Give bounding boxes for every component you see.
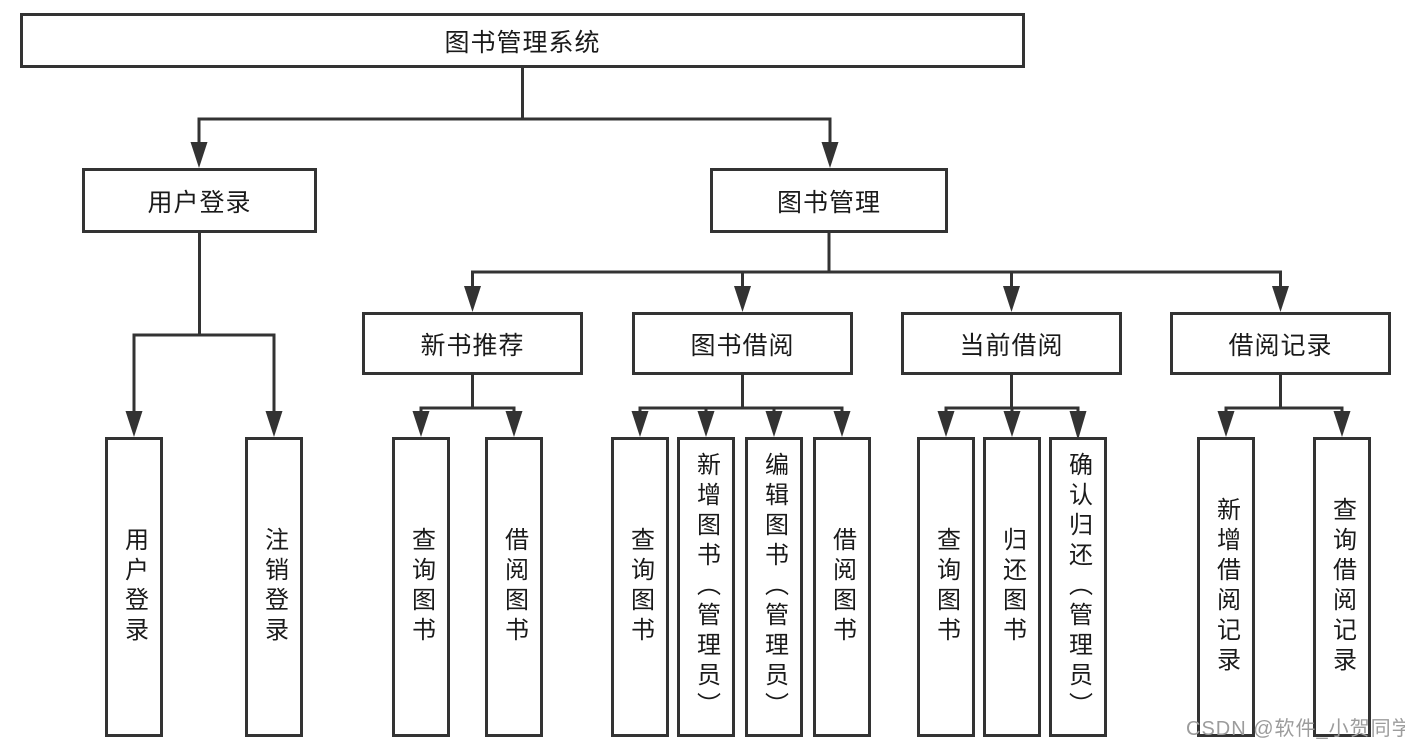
node-borrow-records: 借阅记录 xyxy=(1170,312,1391,375)
leaf-confirm-return-admin: 确认归还（管理员） xyxy=(1049,437,1107,737)
arrowhead xyxy=(631,411,649,437)
connector-book-management-to-level3 xyxy=(464,233,1289,312)
connector-current-borrow-to-leaves xyxy=(937,375,1087,440)
arrowhead xyxy=(1333,411,1351,437)
arrowhead xyxy=(464,286,481,312)
arrowhead xyxy=(125,411,143,437)
leaf-borrow-books: 借阅图书 xyxy=(813,437,871,737)
node-current-borrow: 当前借阅 xyxy=(901,312,1122,375)
arrowhead xyxy=(1003,411,1021,437)
arrowhead xyxy=(1069,411,1087,440)
arrowhead xyxy=(412,411,430,437)
arrowhead xyxy=(1272,286,1289,312)
connector-user-login-to-leaves xyxy=(125,233,283,437)
arrowhead xyxy=(1217,411,1235,437)
leaf-return-books: 归还图书 xyxy=(983,437,1041,737)
arrowhead xyxy=(697,411,715,437)
arrowhead xyxy=(505,411,523,437)
leaf-borrow-books: 借阅图书 xyxy=(485,437,543,737)
csdn-watermark: CSDN @软件_小贺同学 xyxy=(1186,718,1405,740)
node-library-system: 图书管理系统 xyxy=(20,13,1025,68)
node-book-borrow: 图书借阅 xyxy=(632,312,853,375)
leaf-query-borrow-record: 查询借阅记录 xyxy=(1313,437,1371,737)
arrowhead xyxy=(833,411,851,437)
arrowhead xyxy=(1003,286,1020,312)
leaf-query-books: 查询图书 xyxy=(917,437,975,737)
leaf-logout: 注销登录 xyxy=(245,437,303,737)
leaf-add-borrow-record: 新增借阅记录 xyxy=(1197,437,1255,737)
leaf-query-books: 查询图书 xyxy=(392,437,450,737)
leaf-query-books: 查询图书 xyxy=(611,437,669,737)
connector-book-borrow-to-leaves xyxy=(631,375,851,437)
node-new-book-recommend: 新书推荐 xyxy=(362,312,583,375)
node-user-login: 用户登录 xyxy=(82,168,317,233)
connector-root-to-level2 xyxy=(190,68,839,168)
node-book-management: 图书管理 xyxy=(710,168,948,233)
arrowhead xyxy=(821,142,839,168)
leaf-edit-books-admin: 编辑图书（管理员） xyxy=(745,437,803,737)
arrowhead xyxy=(265,411,283,437)
leaf-user-login: 用户登录 xyxy=(105,437,163,737)
connector-borrow-records-to-leaves xyxy=(1217,375,1351,437)
connector-new-books-to-leaves xyxy=(412,375,523,437)
arrowhead xyxy=(734,286,751,312)
arrowhead xyxy=(765,411,783,437)
arrowhead xyxy=(190,142,208,168)
leaf-add-books-admin: 新增图书（管理员） xyxy=(677,437,735,737)
arrowhead xyxy=(937,411,955,437)
